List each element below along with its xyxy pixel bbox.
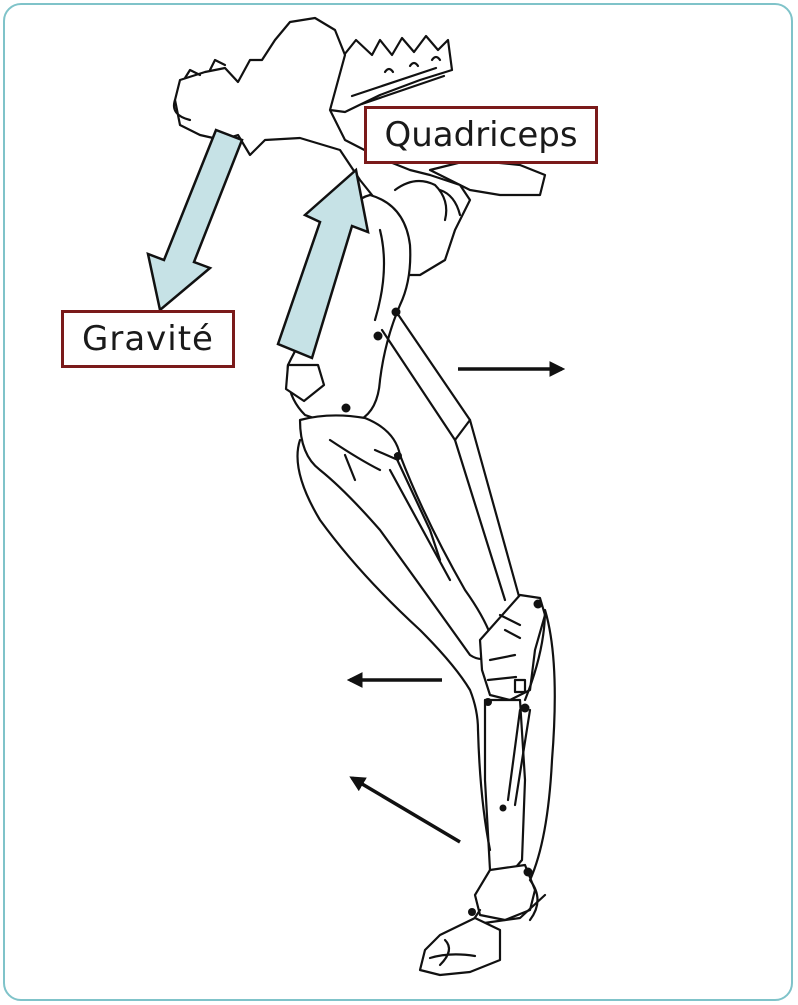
cannon-bone <box>485 700 525 880</box>
hoof <box>420 918 500 975</box>
tibia <box>300 415 495 659</box>
quadriceps-label: Quadriceps <box>364 106 598 164</box>
gravity-arrow-icon <box>148 130 242 310</box>
arrow-up-left-icon <box>352 778 460 842</box>
hock <box>480 595 545 700</box>
gravite-label: Gravité <box>61 310 235 368</box>
